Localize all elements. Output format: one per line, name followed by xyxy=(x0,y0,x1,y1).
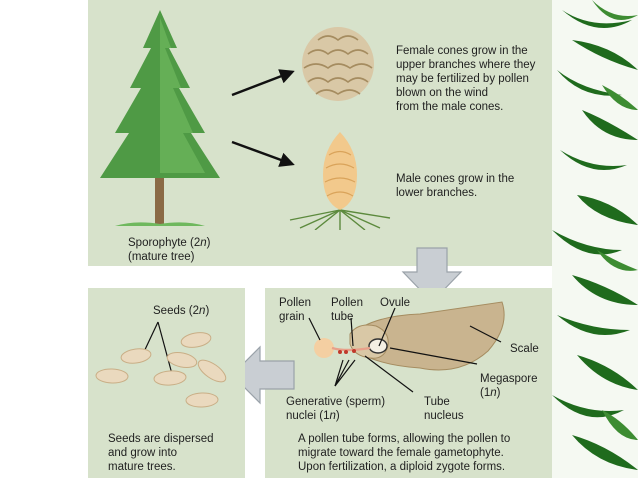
seeds-illustration xyxy=(95,321,227,408)
seeds-label: Seeds (2n) xyxy=(153,305,210,317)
left-arrow xyxy=(231,345,295,405)
female-cone-illustration xyxy=(302,27,374,101)
ovule-label: Ovule xyxy=(380,297,411,309)
pollen-tube-label: Pollen tube xyxy=(331,297,363,323)
scale-label: Scale xyxy=(510,343,539,355)
label-leader-lines xyxy=(308,307,502,393)
male-cones-caption: Male cones grow in the lower branches. xyxy=(396,173,515,199)
tree-to-cones-arrows xyxy=(231,69,295,167)
seeds-caption: Seeds are dispersed and grow into mature… xyxy=(108,433,214,473)
female-cones-caption: Female cones grow in the upper branches … xyxy=(396,45,536,113)
generative-nuclei-label: Generative (sperm)nuclei (1n) xyxy=(286,396,386,422)
down-arrow xyxy=(401,247,463,303)
tube-nucleus-label: Tube nucleus xyxy=(424,396,464,422)
male-cone-illustration xyxy=(289,132,391,230)
pollen-tube-caption: A pollen tube forms, allowing the pollen… xyxy=(298,433,511,473)
sporophyte-label: Sporophyte (2n)(mature tree) xyxy=(128,237,211,263)
pollen-grain-label: Pollen grain xyxy=(279,297,311,323)
sporophyte-tree-illustration xyxy=(100,10,220,226)
bamboo-leaves-background xyxy=(552,0,638,478)
ovule-scale-illustration xyxy=(314,301,505,371)
megaspore-label: Megaspore(1n) xyxy=(480,373,538,399)
